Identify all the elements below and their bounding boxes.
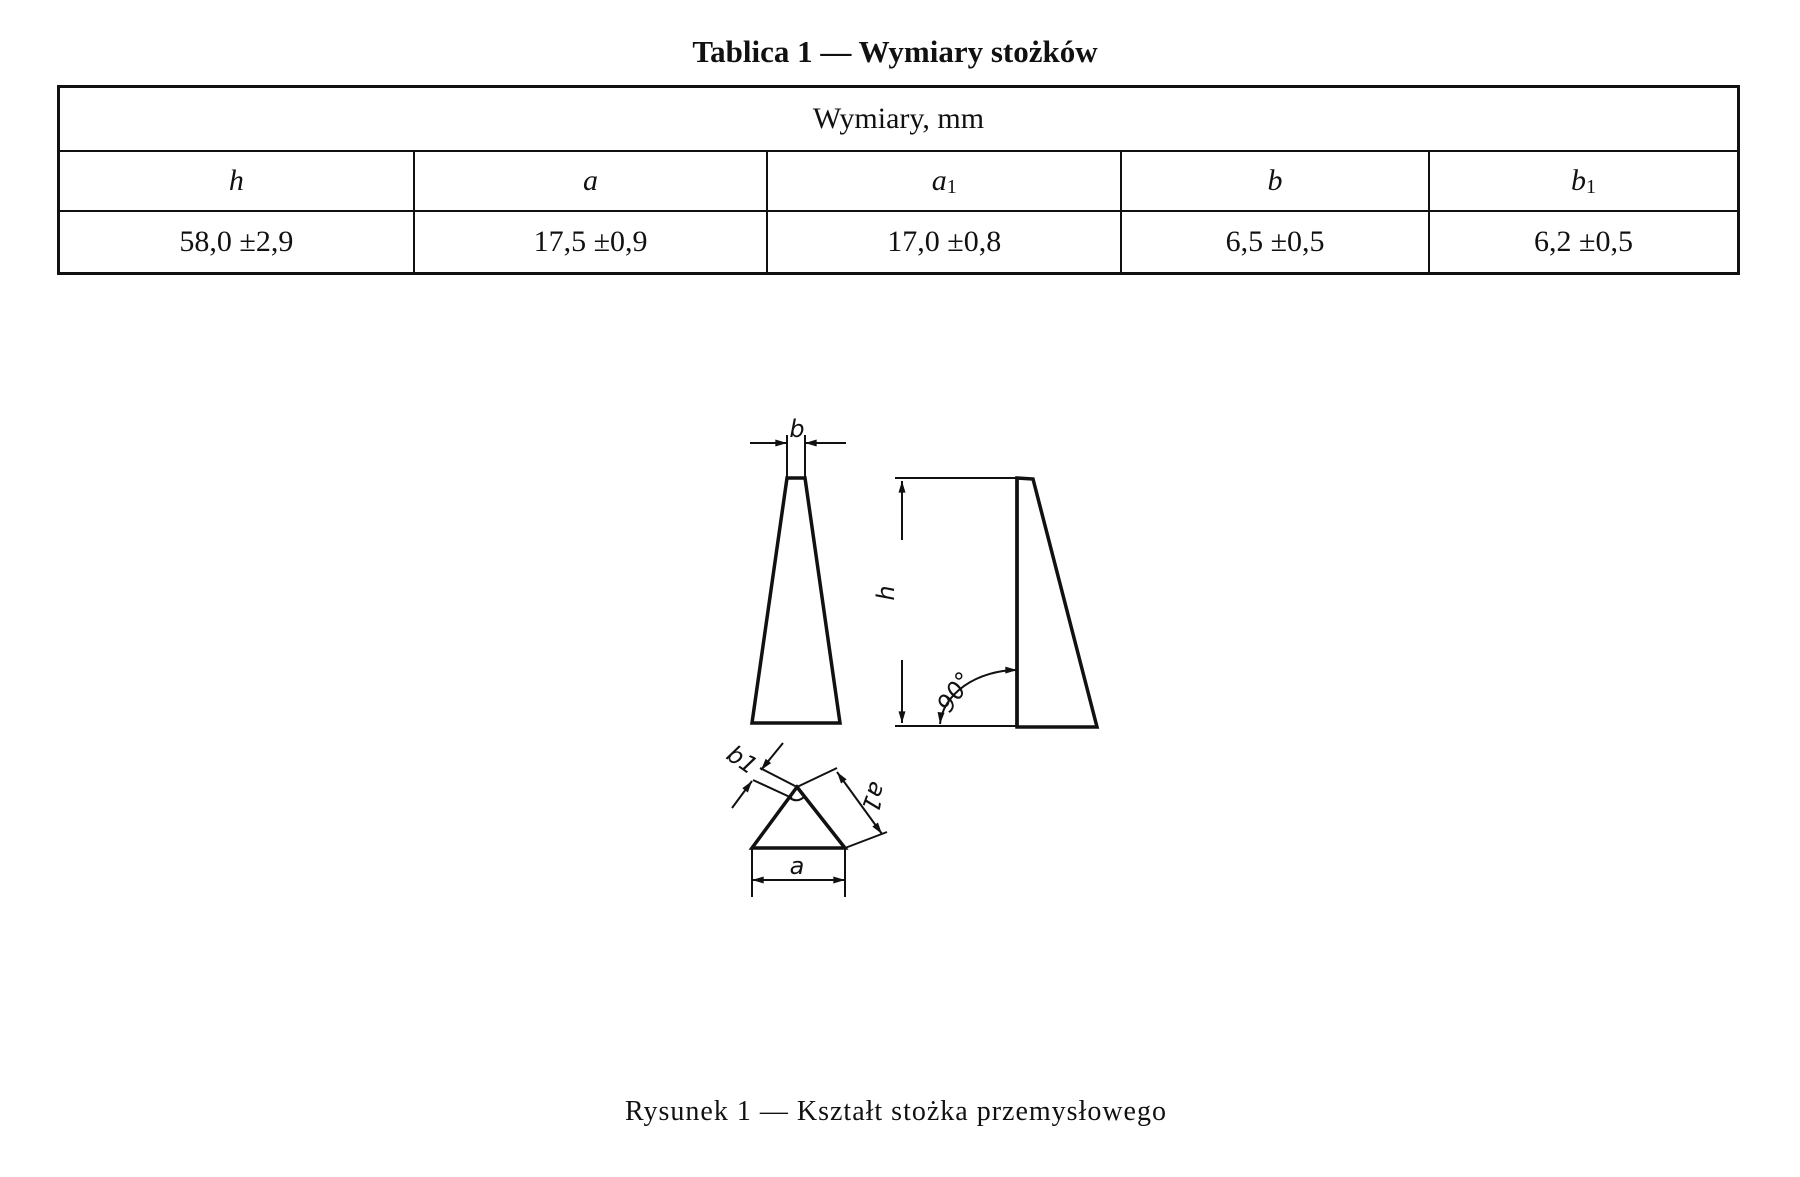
value-a: 17,5 ±0,9 (412, 210, 769, 275)
top-view (731, 742, 888, 897)
value-b1: 6,2 ±0,5 (1428, 210, 1740, 275)
label-b: b (789, 415, 804, 443)
figure-caption: Rysunek 1 — Kształt stożka przemysłowego (624, 1096, 1167, 1127)
label-b1: b1 (721, 740, 762, 780)
label-a: a (790, 852, 805, 880)
front-view (749, 435, 846, 725)
value-b: 6,5 ±0,5 (1120, 210, 1431, 275)
column-header-b1: b1 (1428, 150, 1740, 212)
column-header-h: h (57, 150, 415, 212)
value-a1: 17,0 ±0,8 (766, 210, 1123, 275)
value-h: 58,0 ±2,9 (57, 210, 415, 275)
header-row: h a a1 b b1 (57, 150, 1740, 212)
column-header-a1: a1 (766, 150, 1123, 212)
label-a1: a1 (856, 778, 893, 816)
table-row: 58,0 ±2,9 17,5 ±0,9 17,0 ±0,8 6,5 ±0,5 6… (57, 210, 1740, 275)
side-view (895, 476, 1100, 729)
column-header-a: a (412, 150, 769, 212)
label-90-degrees: 90° (931, 667, 978, 718)
table-title: Tablica 1 — Wymiary stożków (692, 34, 1098, 69)
dimensions-table: Wymiary, mm h a a1 b b1 58,0 ±2,9 17,5 ±… (57, 85, 1740, 275)
label-h: h (872, 585, 900, 600)
group-header: Wymiary, mm (57, 85, 1740, 152)
column-header-b: b (1120, 150, 1431, 212)
